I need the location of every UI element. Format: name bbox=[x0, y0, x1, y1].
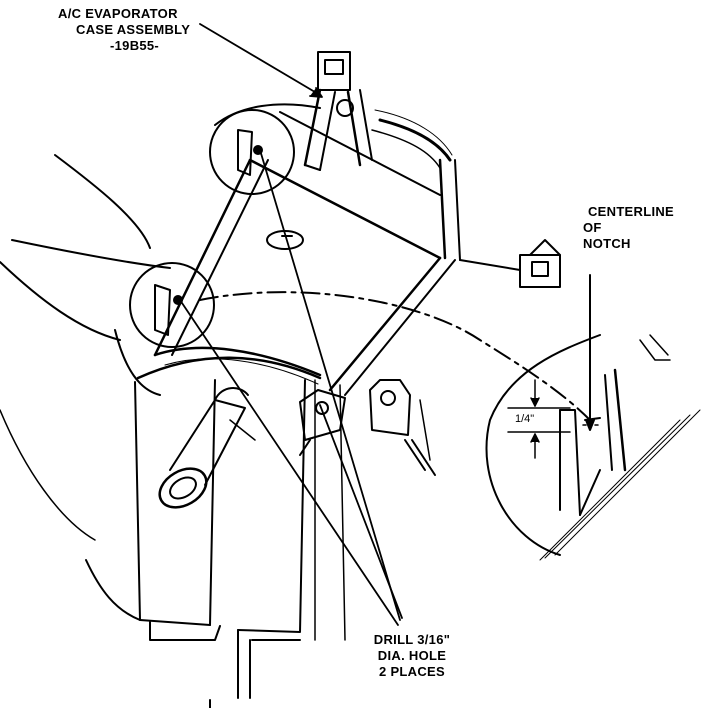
evaporator-case bbox=[153, 103, 521, 396]
centerline-label-line2: OF bbox=[583, 220, 602, 235]
drill-label: DRILL 3/16" DIA. HOLE 2 PLACES bbox=[356, 632, 468, 680]
centerline-label-line3: NOTCH bbox=[583, 236, 631, 251]
blower-housing bbox=[85, 356, 346, 708]
evaporator-label-line3: -19B55- bbox=[110, 38, 160, 53]
leader-lines bbox=[179, 23, 403, 626]
centerline-label: CENTERLINE OF NOTCH bbox=[575, 204, 687, 252]
side-clip bbox=[519, 239, 561, 288]
drill-label-line2: DIA. HOLE bbox=[377, 648, 447, 663]
drill-bracket bbox=[299, 389, 346, 456]
evaporator-label-line2: CASE ASSEMBLY bbox=[76, 22, 191, 37]
dimension-value: 1/4" bbox=[515, 413, 535, 425]
top-bracket bbox=[303, 51, 373, 171]
drill-label-line1: DRILL 3/16" bbox=[373, 632, 451, 647]
drill-label-line3: 2 PLACES bbox=[379, 664, 445, 679]
evaporator-label: A/C EVAPORATOR CASE ASSEMBLY -19B55- bbox=[58, 6, 190, 54]
lower-clip bbox=[369, 379, 436, 476]
centerline-label-line1: CENTERLINE bbox=[587, 204, 675, 219]
notch-detail bbox=[485, 334, 701, 561]
pipe bbox=[158, 387, 256, 509]
centerline-marker bbox=[582, 274, 601, 431]
detail-circles bbox=[129, 109, 295, 348]
dimension-lines bbox=[507, 379, 571, 459]
vehicle-body-outline bbox=[0, 154, 591, 541]
evaporator-label-line1: A/C EVAPORATOR bbox=[58, 6, 178, 21]
